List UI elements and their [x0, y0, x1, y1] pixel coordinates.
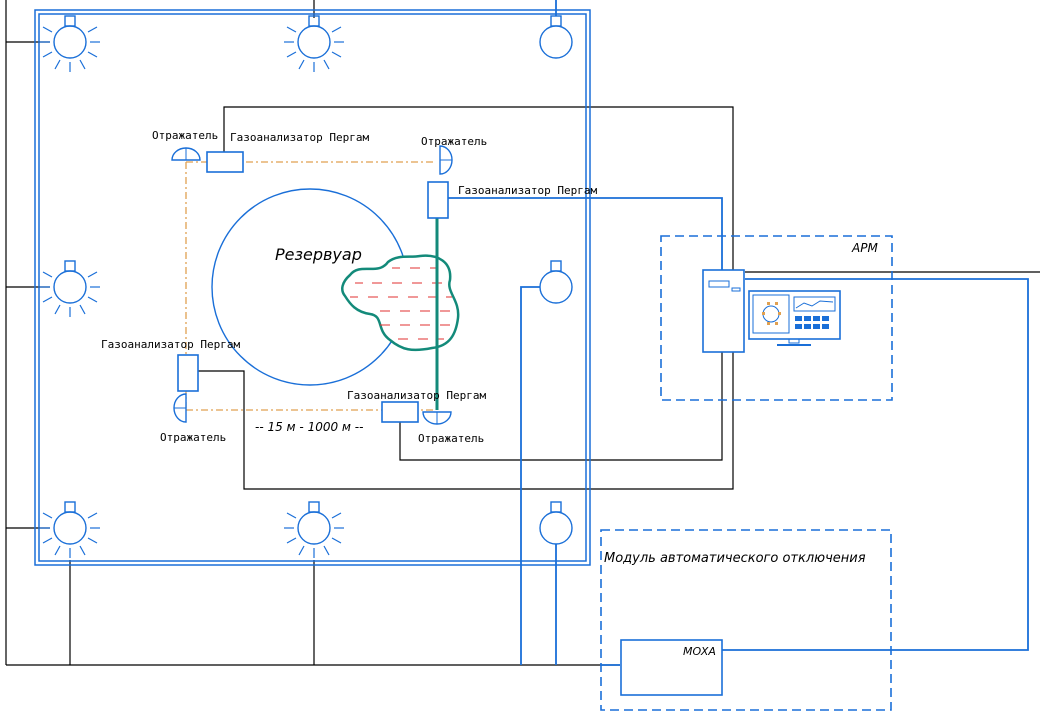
reflector-icon — [171, 147, 201, 161]
blue-wiring — [448, 0, 1029, 666]
lamp-icon — [40, 260, 100, 317]
reflector-label: Отражатель — [418, 432, 484, 445]
shutdown-module-label: Модуль автоматического отключения — [604, 551, 866, 566]
workstation-label: АРМ — [851, 241, 878, 255]
reflector-icon — [422, 411, 452, 425]
gas-analyzer-top — [206, 151, 244, 173]
detector-icon — [539, 260, 573, 304]
reflector-label: Отражатель — [421, 135, 487, 148]
spill-area — [341, 254, 460, 352]
reflector-label: Отражатель — [152, 129, 218, 142]
moxa-label: MOXA — [683, 645, 716, 658]
reflector-icon — [439, 145, 453, 175]
site-boundary — [34, 9, 591, 566]
reflector-label: Отражатель — [160, 431, 226, 444]
gas-analyzer-bottom — [381, 401, 419, 423]
distance-label: -- 15 м - 1000 м -- — [255, 420, 363, 434]
detector-icon — [539, 15, 573, 59]
lamp-icon — [40, 501, 100, 558]
monitor-icon — [748, 290, 841, 346]
gas-analyzer-right — [427, 181, 449, 219]
lamp-icon — [40, 15, 100, 72]
reflector-icon — [173, 393, 187, 423]
gas-analyzer-label: Газоанализатор Пергам — [230, 131, 369, 144]
gas-analyzer-label: Газоанализатор Пергам — [458, 184, 597, 197]
moxa-box — [620, 639, 723, 696]
workstation-zone — [660, 235, 893, 401]
gas-analyzer-label: Газоанализатор Пергам — [347, 389, 486, 402]
pc-tower-icon — [702, 269, 745, 353]
gas-analyzer-label: Газоанализатор Пергам — [101, 338, 240, 351]
lamp-icon — [284, 501, 344, 558]
gas-analyzer-left — [177, 354, 199, 392]
tank-label: Резервуар — [275, 245, 362, 264]
shutdown-module-zone — [600, 529, 892, 711]
black-wiring — [5, 0, 1040, 666]
lamp-icon — [284, 15, 344, 72]
detector-icon — [539, 501, 573, 545]
